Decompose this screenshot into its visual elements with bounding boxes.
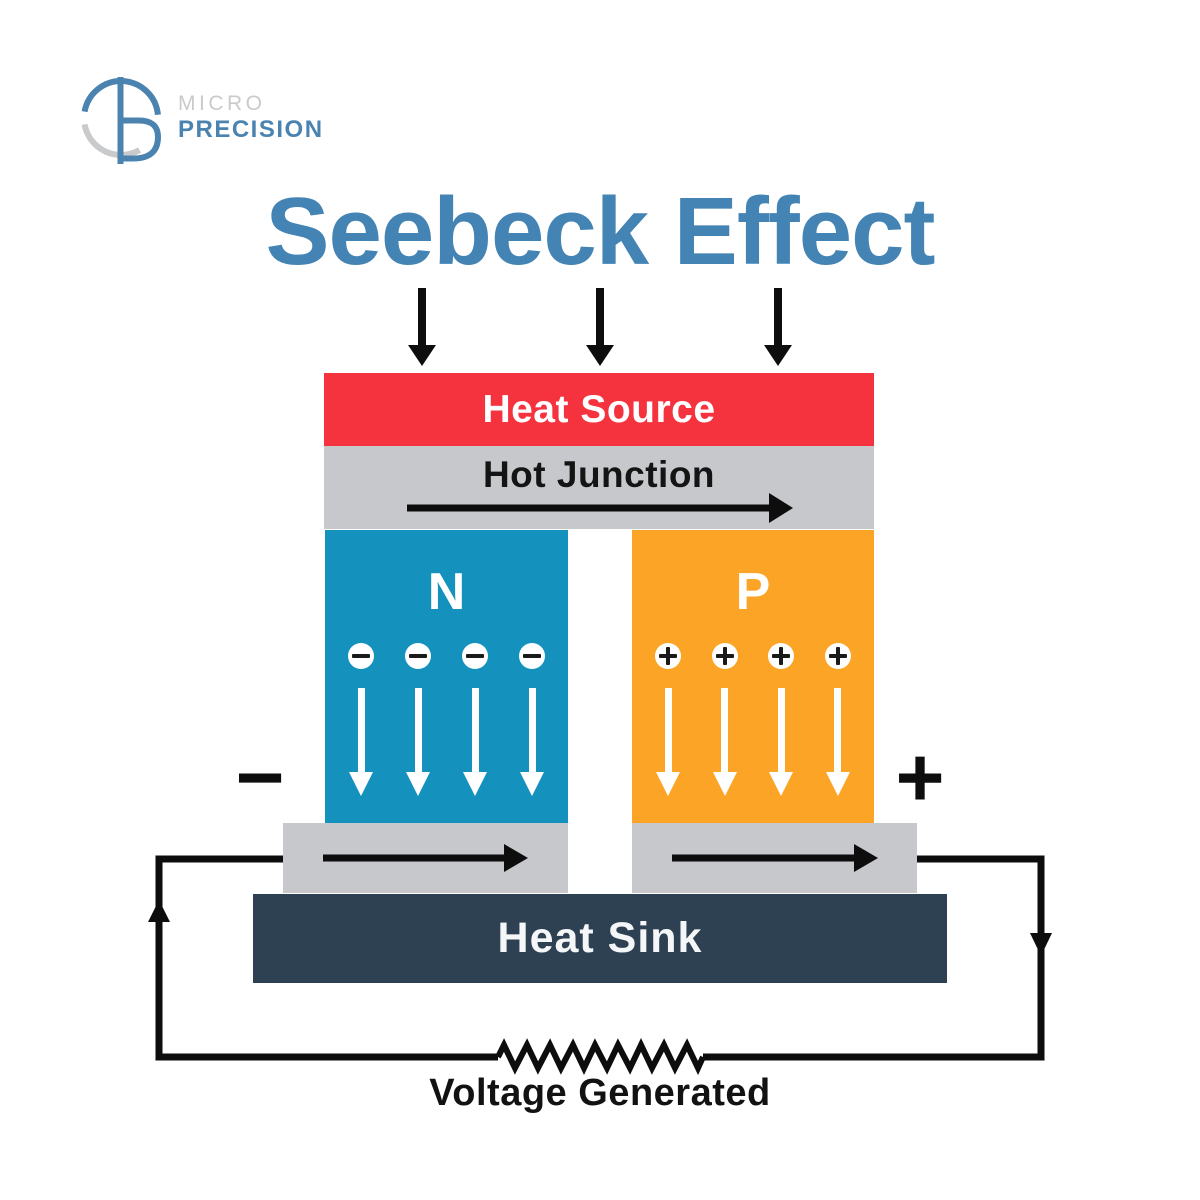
- n-type-flow-arrows: [325, 688, 568, 796]
- electron-flow-arrow-icon: [463, 688, 487, 796]
- negative-terminal: −: [235, 730, 285, 824]
- electron-flow-arrow-icon: [520, 688, 544, 796]
- n-type-block: N: [325, 530, 568, 823]
- logo-text-micro: MICRO: [178, 92, 266, 115]
- hole-flow-arrow-icon: [769, 688, 794, 796]
- positive-charge-icon: [711, 643, 738, 669]
- n-type-charges: [325, 643, 568, 669]
- cold-junction-bar-left: [283, 823, 568, 893]
- p-type-label: P: [735, 563, 771, 621]
- micro-precision-logo-icon: [81, 77, 162, 164]
- p-type-flow-arrows: [632, 688, 874, 796]
- negative-charge-icon: [519, 643, 545, 669]
- logo-text-precision: PRECISION: [178, 116, 324, 143]
- hole-flow-arrow-icon: [656, 688, 680, 796]
- cold-junction-bar-right: [632, 823, 917, 893]
- heat-input-arrow-icon: [408, 288, 436, 366]
- heat-sink-label: Heat Sink: [497, 914, 703, 962]
- heat-input-arrow-icon: [586, 288, 614, 366]
- heat-input-arrow-icon: [764, 288, 792, 366]
- hole-flow-arrow-icon: [712, 688, 737, 796]
- heat-source-label: Heat Source: [482, 387, 716, 431]
- current-up-arrow-icon: [148, 900, 170, 922]
- electron-flow-arrow-icon: [349, 688, 373, 796]
- heat-sink-bar: Heat Sink: [253, 894, 947, 983]
- current-down-arrow-icon: [1030, 933, 1052, 956]
- heat-source-bar: Heat Source: [324, 373, 874, 446]
- p-type-block: P: [632, 530, 874, 823]
- page-title: Seebeck Effect: [265, 178, 935, 285]
- negative-charge-icon: [348, 643, 374, 669]
- negative-charge-icon: [462, 643, 488, 669]
- voltage-generated-label: Voltage Generated: [429, 1072, 771, 1114]
- positive-charge-icon: [768, 643, 795, 669]
- n-type-label: N: [427, 563, 466, 621]
- resistor-icon: [495, 1038, 706, 1076]
- positive-charge-icon: [655, 643, 681, 669]
- p-type-charges: [632, 643, 874, 669]
- negative-charge-icon: [405, 643, 431, 669]
- hot-junction-bar: Hot Junction: [324, 446, 874, 529]
- positive-charge-icon: [824, 643, 851, 669]
- hot-junction-label: Hot Junction: [482, 454, 716, 495]
- hole-flow-arrow-icon: [825, 688, 850, 796]
- positive-terminal: +: [895, 730, 945, 824]
- electron-flow-arrow-icon: [406, 688, 430, 796]
